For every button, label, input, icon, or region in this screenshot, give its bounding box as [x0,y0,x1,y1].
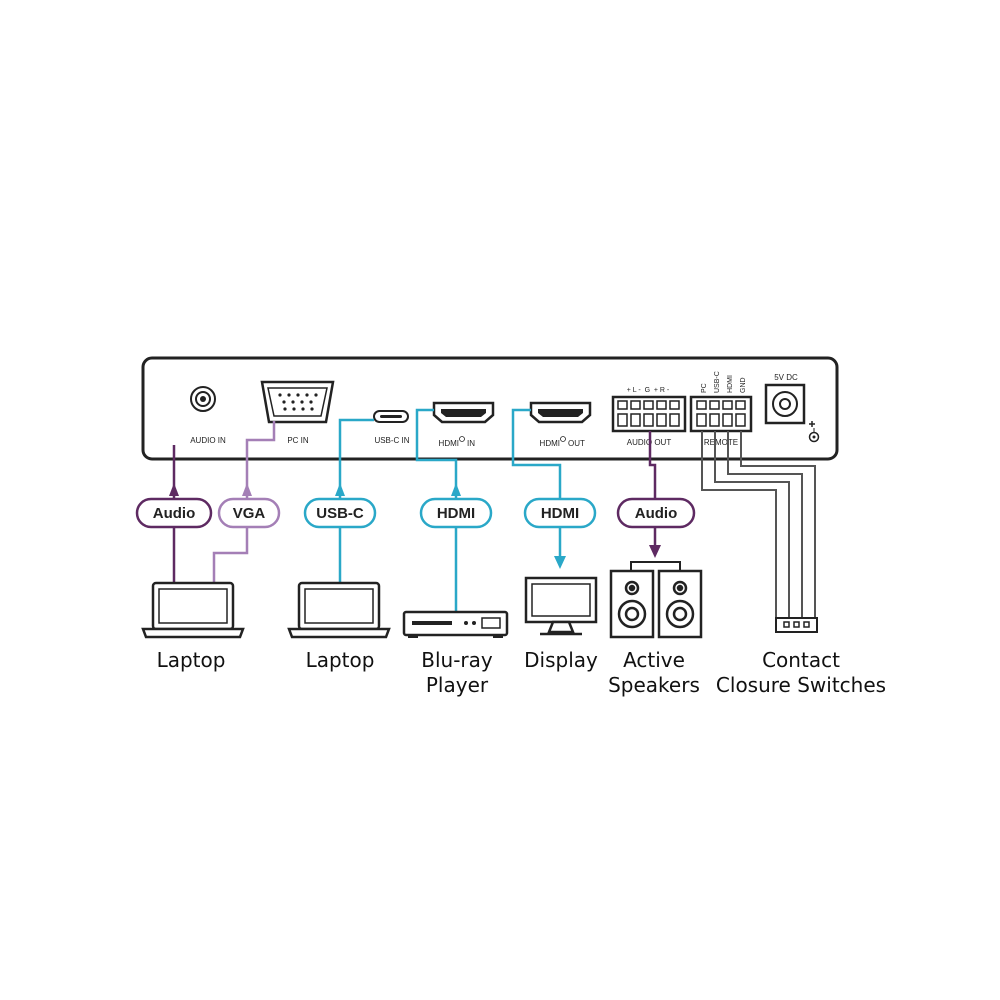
pill-audio-in-label: Audio [153,505,196,522]
pill-hdmi-out-label: HDMI [541,505,579,522]
vga-pins [278,393,318,411]
hdmi-in-arrow-icon [451,483,461,496]
pill-hdmi-in: HDMI [419,497,493,529]
remote-pin-usbc: USB-C [714,371,721,393]
pill-hdmi-out: HDMI [523,497,597,529]
remote-pin-labels: PC USB-C HDMI GND [701,371,747,393]
pill-usbc-label: USB-C [316,505,364,522]
device-rear-panel: AUDIO IN PC IN USB-C IN HDMI IN [141,356,839,461]
speaker-right-icon [657,569,703,639]
hdmi-out-cable [511,408,562,558]
vga-cable [212,421,276,583]
remote-port-label: REMOTE [704,438,738,447]
hdmi-out-trademark-icon [560,436,566,442]
bluray-player-icon [402,610,509,638]
hdmi-out-port-label: HDMI [540,439,560,448]
display-label: Display [524,648,598,672]
hdmi-out-port-suffix: OUT [568,439,585,448]
pill-audio-out: Audio [616,497,696,529]
audio-out-terminal-block[interactable] [611,395,687,433]
switches-label-line2: Closure Switches [716,673,886,697]
speakers-label-line1: Active [623,648,685,672]
remote-cables [701,431,816,618]
pc-in-port[interactable] [260,380,335,424]
pill-hdmi-in-label: HDMI [437,505,475,522]
audio-in-port[interactable] [190,386,216,412]
audio-out-pin-labels: + L - G + R - [627,387,670,394]
power-port-label: 5V DC [774,373,798,382]
laptop-icon [287,581,391,639]
usbc-arrow-icon [335,483,345,496]
hdmi-in-trademark-icon [459,436,465,442]
remote-pin-hdmi: HDMI [727,375,734,393]
remote-terminal-block[interactable] [689,395,753,433]
remote-wire-gnd [740,431,816,618]
pill-audio-in: Audio [135,497,213,529]
pc-in-port-label: PC IN [287,436,309,445]
laptop-2-label: Laptop [306,648,375,672]
audio-in-arrow-icon [169,483,179,496]
contact-closure-connector-icon [775,617,818,633]
polarity-icon [808,421,820,443]
laptop-icon [141,581,245,639]
hdmi-in-port[interactable] [432,401,495,424]
switches-label-line1: Contact [762,648,840,672]
laptop-1-label: Laptop [157,648,226,672]
remote-pin-gnd: GND [740,377,747,393]
speakers-label-line2: Speakers [608,673,700,697]
usbc-in-port-label: USB-C IN [374,436,409,445]
power-port[interactable] [764,383,806,425]
audio-in-port-label: AUDIO IN [190,436,226,445]
usbc-cable [338,418,374,583]
usbc-in-port[interactable] [373,410,409,423]
pill-vga: VGA [217,497,281,529]
pill-audio-out-label: Audio [635,505,678,522]
remote-wire-pc [701,431,777,618]
hdmi-out-arrow-icon [554,556,566,569]
hdmi-out-port[interactable] [529,401,592,424]
remote-wire-hdmi [727,431,803,618]
remote-pin-pc: PC [701,383,708,393]
speaker-left-icon [609,569,655,639]
remote-wire-usbc [714,431,790,618]
display-icon [524,576,598,636]
hdmi-in-port-label: HDMI [439,439,459,448]
hdmi-in-port-suffix: IN [467,439,475,448]
pill-vga-label: VGA [233,505,266,522]
bluray-label-line2: Player [426,673,489,697]
vga-arrow-icon [242,483,252,496]
speaker-split-cable [630,561,681,570]
pill-usbc: USB-C [303,497,377,529]
speakers-icon [609,569,703,639]
bluray-label-line1: Blu-ray [421,648,493,672]
audio-out-arrow-icon [649,545,661,558]
